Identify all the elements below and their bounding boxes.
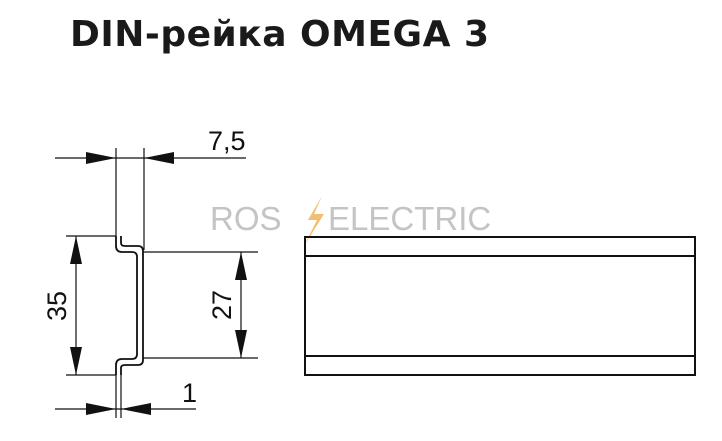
arrow-down-icon [235,330,247,358]
dim-label-flange: 7,5 [208,126,246,156]
rail-profile [115,236,144,375]
arrow-right-icon [86,403,116,415]
arrow-left-icon [121,403,151,415]
watermark-right: ELECTRIC [328,200,491,237]
dim-label-height-27: 27 [207,290,237,320]
arrow-down-icon [70,347,82,375]
dim-label-thickness: 1 [182,378,197,408]
dimension-thickness [55,375,196,418]
arrow-right-icon [86,152,116,164]
arrow-up-icon [235,252,247,280]
lightning-bolt-icon [304,196,324,246]
dim-label-height-35: 35 [42,291,72,321]
rail-front-view [304,236,696,376]
arrow-left-icon [144,152,174,164]
page-title: DIN-рейка OMEGA 3 [70,14,490,55]
watermark-left: ROS [210,200,282,237]
arrow-up-icon [70,236,82,264]
